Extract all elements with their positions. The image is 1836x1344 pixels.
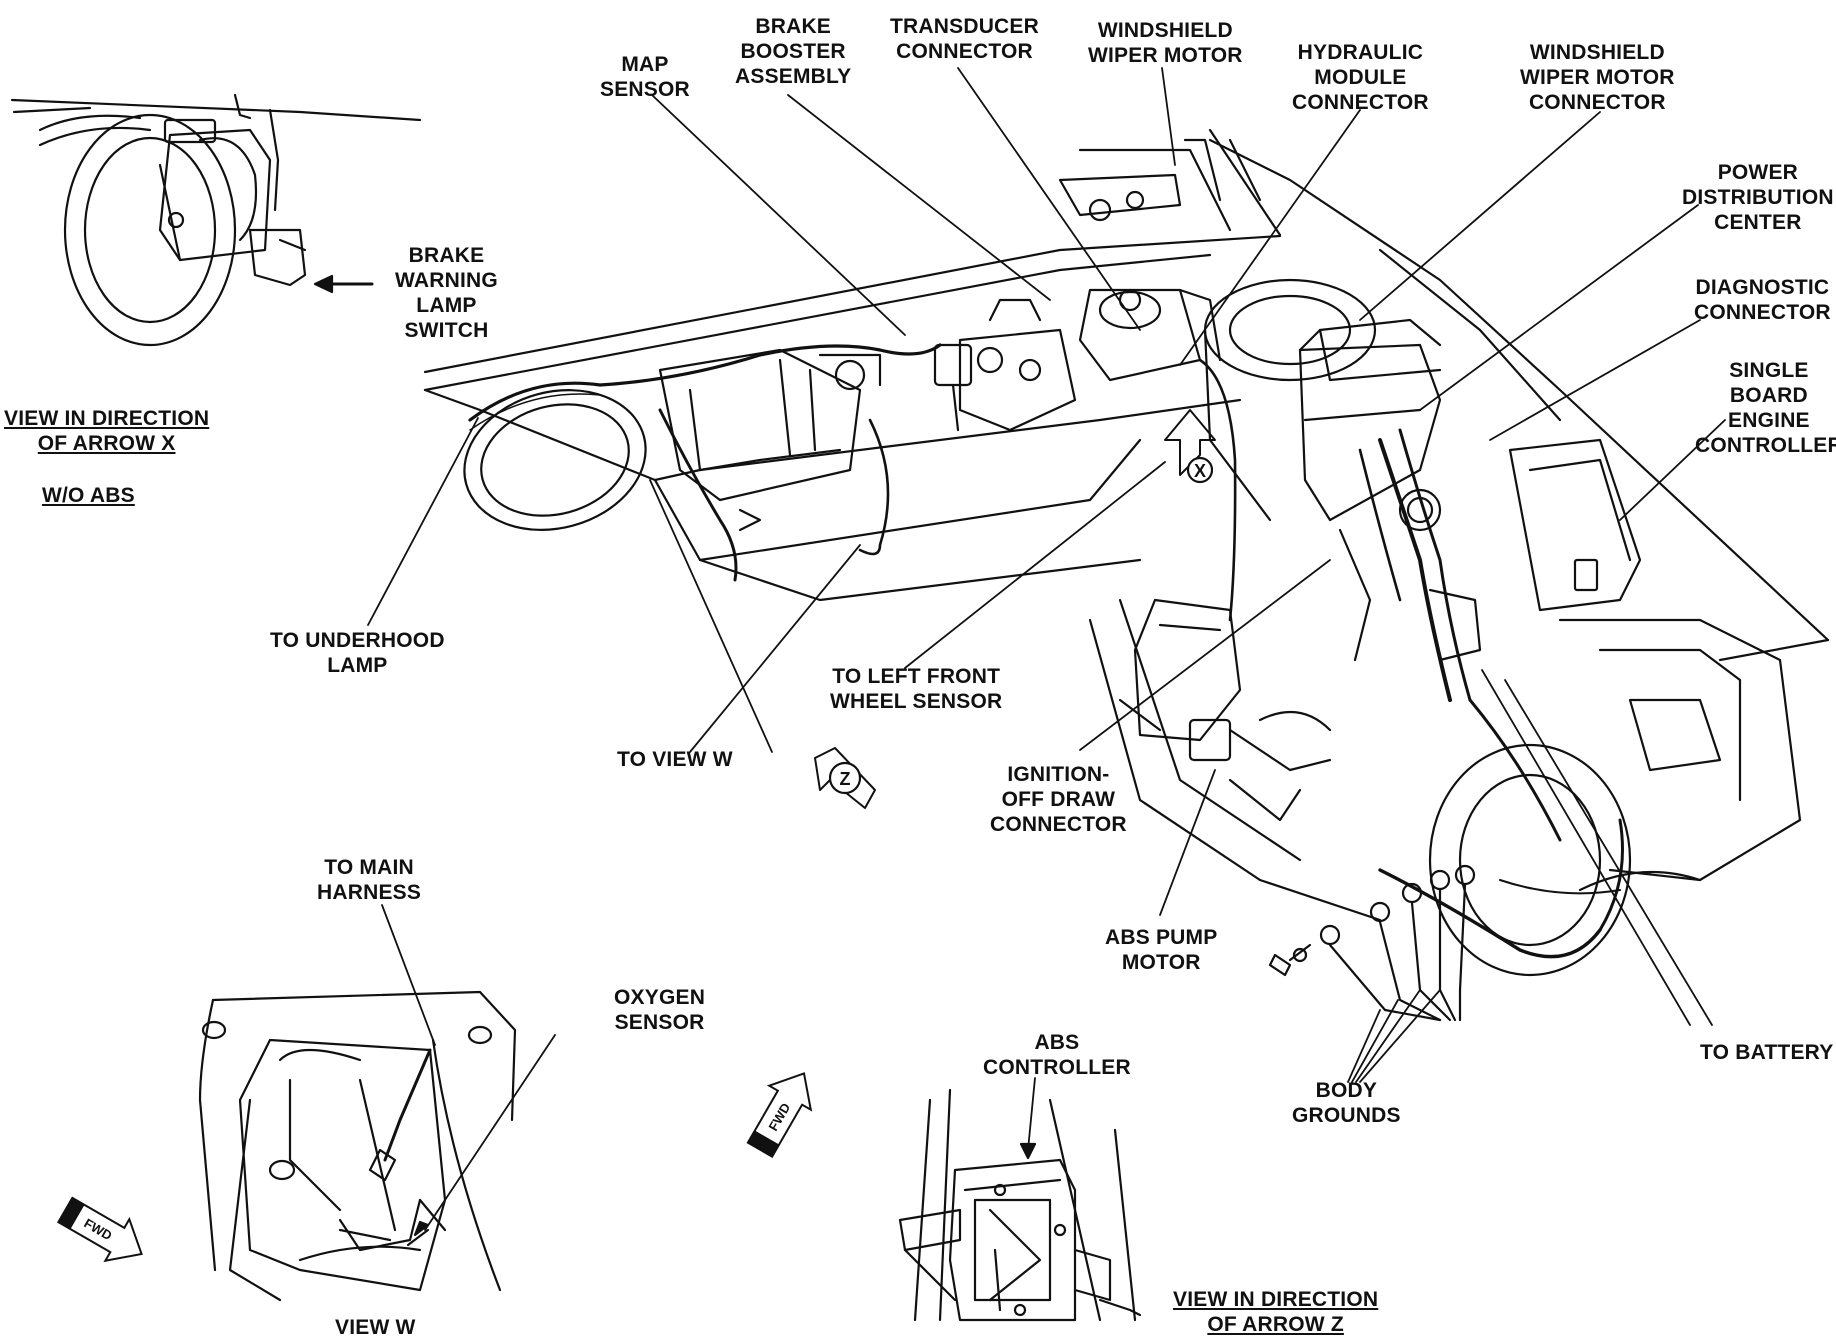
inset-brake-booster [10, 93, 422, 347]
label-view-w: VIEW W [335, 1316, 416, 1339]
leader-brake-booster [787, 94, 1051, 301]
arrow-z-marker [814, 747, 876, 809]
leader-body-grounds [1347, 989, 1441, 1083]
label-to-view-w: TO VIEW W [617, 748, 733, 771]
label-to-battery: TO BATTERY [1700, 1041, 1834, 1064]
fwd-arrow-w: FWD [56, 1196, 143, 1263]
leader-diagnostic [1489, 319, 1701, 441]
leader-battery-a [1504, 679, 1713, 1026]
arrow-x-marker [1164, 409, 1216, 484]
inset-view-w [198, 904, 556, 1302]
leader-abs-pump [1159, 769, 1216, 916]
inset-view-z [898, 1077, 1142, 1322]
leader-wiper-motor [1161, 67, 1176, 166]
leader-wiper-motor-connector [1359, 111, 1601, 321]
leader-transducer [957, 67, 1141, 331]
arrow-z-letter: Z [840, 769, 851, 789]
leader-underhood-lamp [367, 417, 479, 626]
leader-map-sensor [651, 94, 906, 336]
leader-abs-controller [1027, 1077, 1036, 1151]
main-engine-bay [367, 67, 1830, 1083]
leader-sbec [1619, 419, 1726, 521]
leader-pdc [1419, 204, 1699, 411]
leader-view-w-b [689, 544, 861, 753]
leader-left-front-wheel [904, 461, 1166, 669]
leader-battery-b [1481, 669, 1691, 1026]
fwd-arrow-z: FWD [746, 1072, 813, 1159]
leader-ignition-off [1079, 559, 1331, 751]
leader-to-main-harness [381, 904, 436, 1046]
leader-view-w-a [649, 479, 773, 753]
arrow-x-letter: X [1194, 461, 1206, 481]
leader-hydraulic-module [1179, 109, 1361, 366]
leader-oxygen-sensor [424, 1034, 556, 1231]
label-wo-abs: W/O ABS [42, 484, 135, 507]
